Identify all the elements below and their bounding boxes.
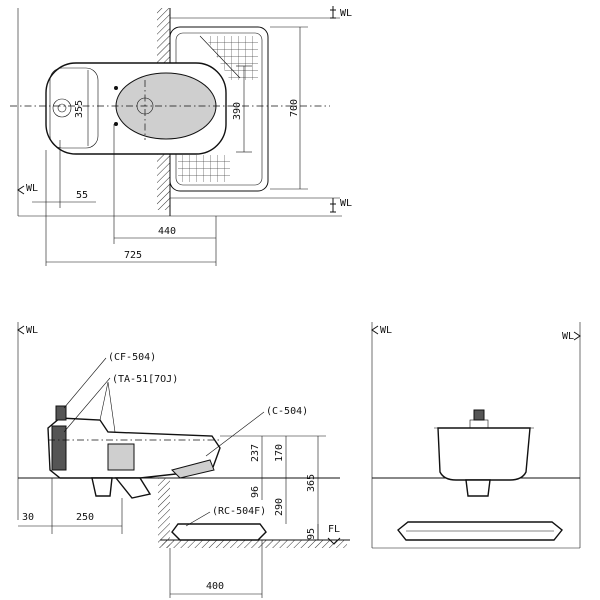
dim-355-label: 355 (74, 100, 85, 118)
side-wl-label: WL (26, 325, 38, 336)
dim-96-label: 96 (250, 486, 261, 498)
leader-cf-504 (63, 357, 107, 409)
side-fl-label: FL (328, 524, 340, 535)
plan-wl-left-arrow (17, 185, 25, 195)
dim-55-label: 55 (76, 190, 88, 201)
front-valve (473, 409, 485, 421)
leader-ta-51 (63, 377, 111, 433)
dim-290-label: 290 (274, 498, 285, 516)
label-cf-504: (CF-504) (108, 352, 156, 363)
label-rc-504f: (RC-504F) (212, 506, 266, 517)
dim-700-label: 700 (289, 99, 300, 117)
dim-725-label: 725 (124, 250, 142, 261)
side-tank-profile (99, 381, 116, 433)
side-valve (55, 405, 67, 421)
plan-wl-marker-top (330, 6, 336, 19)
plan-bolt-bottom (114, 122, 118, 126)
dim-365-label: 365 (306, 474, 317, 492)
plan-view: 355 390 700 WL WL WL 55 440 725 (10, 6, 352, 266)
leader-rc-504f (185, 511, 211, 527)
leader-c-504 (205, 411, 265, 457)
front-wl-left-label: WL (380, 325, 392, 336)
dim-390-label: 390 (232, 102, 243, 120)
plan-tile-top (205, 36, 258, 80)
plan-wl-left-label: WL (26, 183, 38, 194)
front-wl-left-arrow (371, 325, 379, 335)
side-view: WL (CF-504) (TA-51[7OJ) (C-504) (RC-504F… (17, 322, 350, 598)
label-ta-51: (TA-51[7OJ) (112, 374, 178, 385)
dim-400-label: 400 (206, 581, 224, 592)
plan-tank (49, 67, 99, 149)
side-drain-pipe (91, 477, 113, 497)
plan-tile-bottom (178, 155, 230, 182)
plan-water-inlet (52, 98, 72, 118)
side-fitting (51, 425, 67, 471)
front-drain-pipe (465, 479, 491, 497)
front-valve-base (469, 419, 489, 429)
plan-tile-edge (199, 35, 241, 79)
plan-bolt-top (114, 86, 118, 90)
side-tray (171, 523, 267, 541)
plan-wl-bottom-label: WL (340, 198, 352, 209)
label-c-504: (C-504) (266, 406, 308, 417)
side-bowl-outlet (171, 459, 215, 479)
dim-95-label: 95 (306, 528, 317, 540)
side-fl-marker (327, 537, 341, 545)
side-ground-hatch (162, 540, 347, 548)
front-view: WL WL (371, 322, 581, 549)
dim-237-label: 237 (250, 444, 261, 462)
side-drain-elbow (114, 477, 152, 499)
front-wl-right-label: WL (562, 331, 574, 342)
side-wall-hatch (158, 478, 170, 548)
dim-250-label: 250 (76, 512, 94, 523)
plan-wl-marker-bottom (330, 198, 336, 213)
front-toilet-body (437, 427, 531, 481)
dim-30-label: 30 (22, 512, 34, 523)
dim-440-label: 440 (158, 226, 176, 237)
side-wl-arrow (17, 325, 25, 335)
plan-wl-top-label: WL (340, 8, 352, 19)
plan-water-inlet-core (57, 103, 67, 113)
front-wl-right-arrow (573, 331, 581, 341)
side-bowl-trap (107, 443, 135, 471)
dim-170-label: 170 (274, 444, 285, 462)
